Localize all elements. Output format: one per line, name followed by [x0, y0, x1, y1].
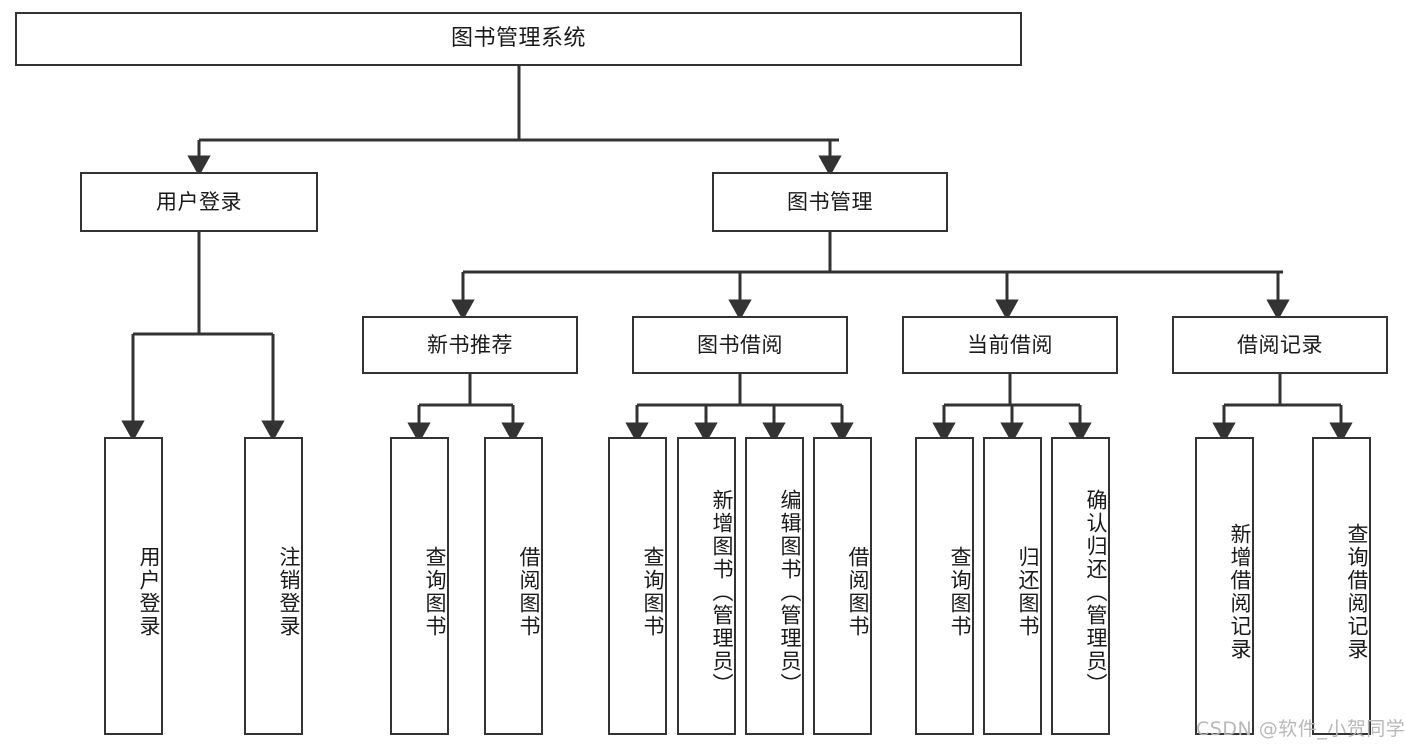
- node-label: 图书借阅: [697, 332, 783, 357]
- node-label: 查询图书: [423, 546, 447, 638]
- node-current-borrow[interactable]: 当前借阅: [902, 316, 1118, 374]
- node-label: 查询图书: [948, 546, 972, 638]
- node-label: 归还图书: [1016, 546, 1040, 638]
- node-label: 图书管理: [787, 189, 873, 214]
- node-label: 图书管理系统: [450, 26, 586, 52]
- edge-book-borrow-to-leaves: [625, 374, 854, 444]
- node-root-system[interactable]: 图书管理系统: [15, 12, 1022, 66]
- node-label: 新增图书（管理员）: [710, 488, 734, 696]
- node-leaf-confirm-return-admin[interactable]: 确认归还（管理员）: [1051, 437, 1110, 735]
- node-leaf-logout[interactable]: 注销登录: [244, 437, 303, 735]
- node-label: 用户登录: [137, 546, 161, 638]
- edge-root-to-level1: [187, 66, 842, 177]
- node-leaf-user-login[interactable]: 用户登录: [104, 437, 163, 735]
- node-leaf-edit-book-admin[interactable]: 编辑图书（管理员）: [745, 437, 804, 735]
- node-leaf-add-borrow-record[interactable]: 新增借阅记录: [1195, 437, 1254, 735]
- node-label: 新增借阅记录: [1228, 523, 1252, 661]
- node-leaf-add-book-admin[interactable]: 新增图书（管理员）: [677, 437, 736, 735]
- edge-book-manage-to-level2: [451, 232, 1290, 321]
- node-label: 借阅记录: [1237, 332, 1323, 357]
- node-label: 注销登录: [277, 546, 301, 638]
- node-user-login[interactable]: 用户登录: [80, 172, 318, 232]
- edge-borrow-record-to-leaves: [1212, 374, 1353, 444]
- node-label: 确认归还（管理员）: [1084, 488, 1108, 696]
- node-label: 查询图书: [641, 546, 665, 638]
- node-leaf-borrow-book[interactable]: 借阅图书: [813, 437, 872, 735]
- node-book-manage[interactable]: 图书管理: [712, 172, 948, 232]
- node-label: 用户登录: [156, 189, 242, 214]
- node-label: 查询借阅记录: [1345, 523, 1369, 661]
- node-label: 编辑图书（管理员）: [778, 488, 802, 696]
- node-borrow-record[interactable]: 借阅记录: [1172, 316, 1388, 374]
- csdn-watermark: CSDN @软件_小贺同学: [1196, 718, 1405, 740]
- edge-current-borrow-to-leaves: [932, 374, 1092, 444]
- node-leaf-query-book-borrow[interactable]: 查询图书: [608, 437, 667, 735]
- node-leaf-query-borrow-record[interactable]: 查询借阅记录: [1312, 437, 1371, 735]
- node-leaf-return-book[interactable]: 归还图书: [983, 437, 1042, 735]
- node-leaf-query-book-current[interactable]: 查询图书: [915, 437, 974, 735]
- edge-user-login-to-leaves: [121, 232, 285, 442]
- node-leaf-query-book-recommend[interactable]: 查询图书: [390, 437, 449, 735]
- node-book-borrow[interactable]: 图书借阅: [632, 316, 848, 374]
- node-leaf-borrow-book-recommend[interactable]: 借阅图书: [484, 437, 543, 735]
- edge-new-book-recommend-to-leaves: [407, 374, 525, 444]
- node-label: 当前借阅: [967, 332, 1053, 357]
- node-new-book-recommend[interactable]: 新书推荐: [362, 316, 578, 374]
- node-label: 新书推荐: [427, 332, 513, 357]
- node-label: 借阅图书: [517, 546, 541, 638]
- node-label: 借阅图书: [846, 546, 870, 638]
